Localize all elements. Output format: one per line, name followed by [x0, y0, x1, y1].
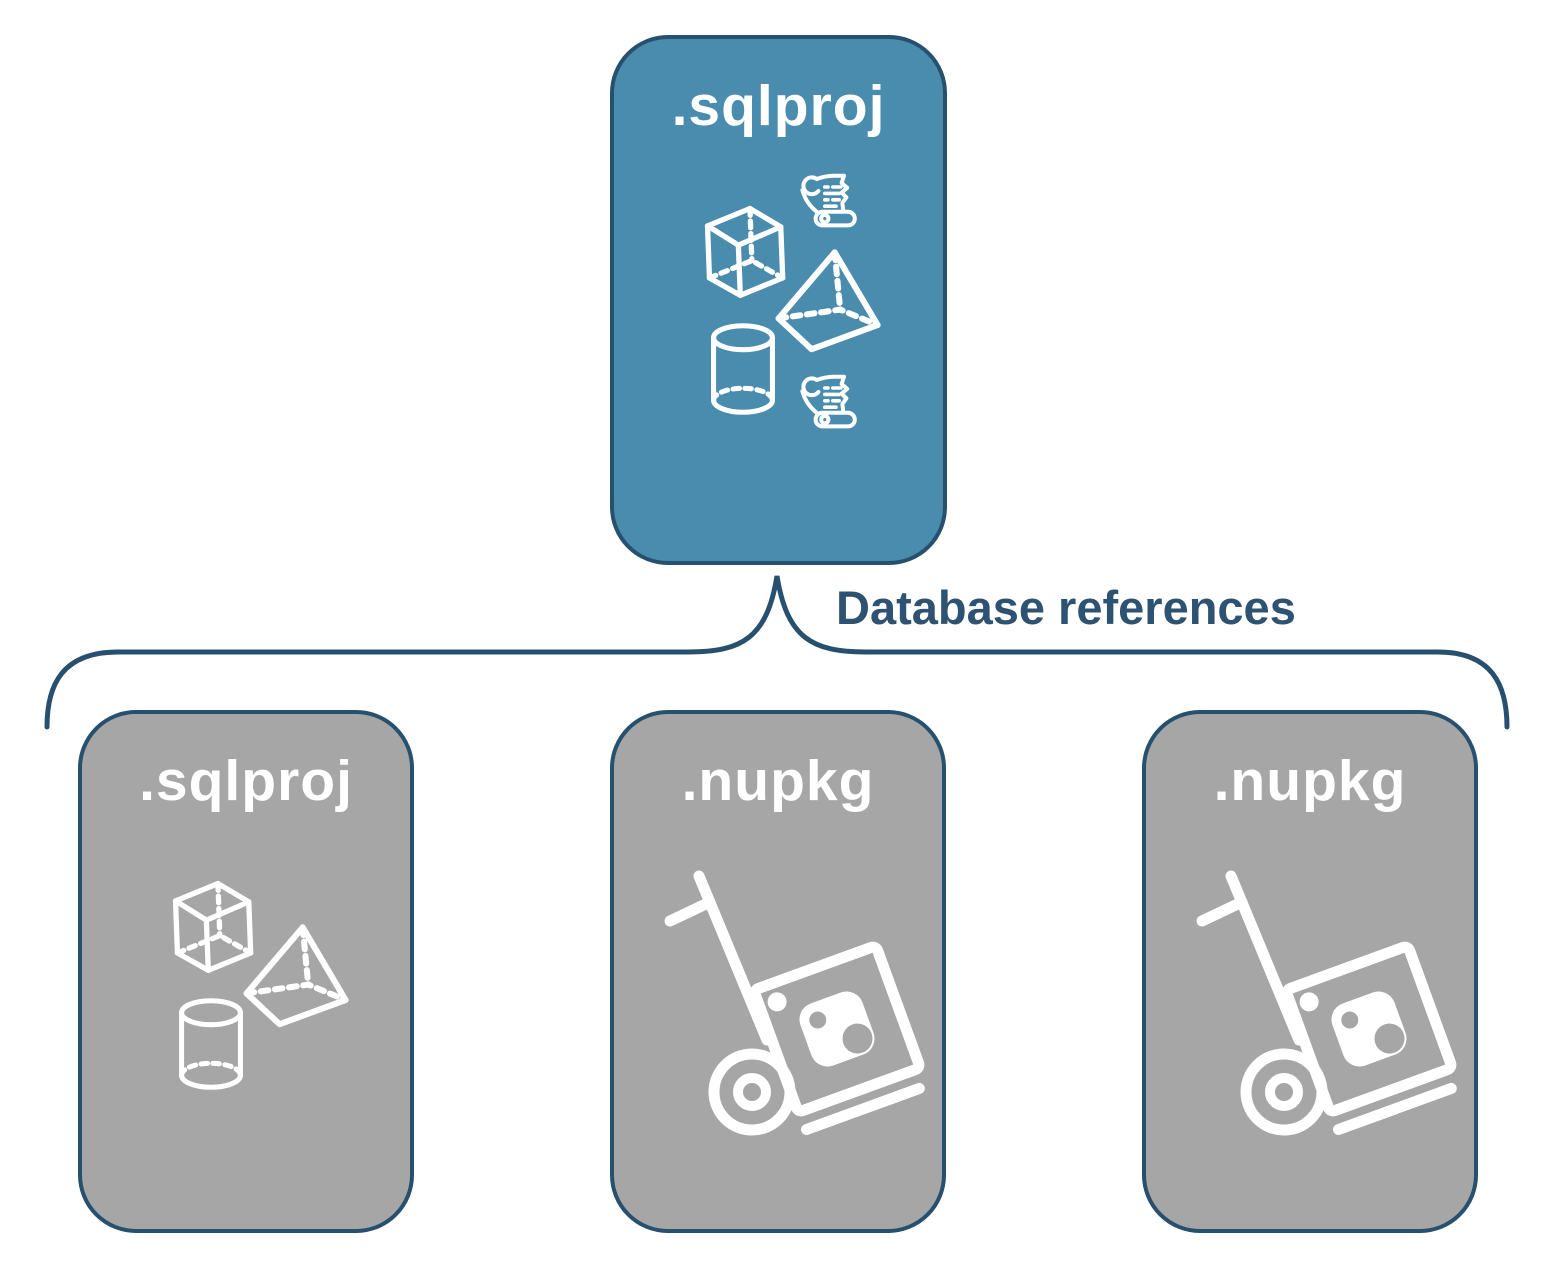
script-scroll-icon — [792, 166, 864, 240]
database-cylinder-icon — [705, 323, 781, 415]
child-card-label: .sqlproj — [139, 749, 353, 813]
script-scroll-icon — [792, 367, 864, 441]
nuget-package-dolly-icon — [632, 859, 932, 1149]
child-nupkg-card: .nupkg — [610, 710, 946, 1233]
root-card-label: .sqlproj — [671, 74, 886, 138]
child-nupkg-card: .nupkg — [1142, 710, 1478, 1233]
child-card-label: .nupkg — [681, 749, 875, 813]
connector-label: Database references — [836, 581, 1296, 634]
database-cylinder-icon — [173, 998, 249, 1090]
nuget-package-dolly-icon — [1164, 859, 1464, 1149]
child-card-label: .nupkg — [1213, 749, 1407, 813]
child-sqlproj-card: .sqlproj — [78, 710, 414, 1233]
pyramid-icon — [239, 923, 351, 1033]
root-sqlproj-card: .sqlproj — [610, 35, 947, 565]
pyramid-icon — [771, 248, 883, 358]
